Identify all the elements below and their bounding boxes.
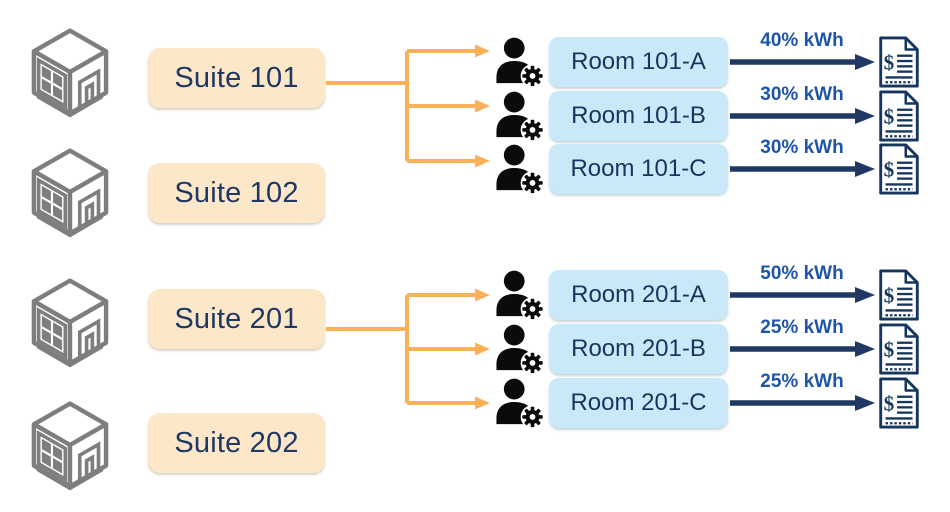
room-badge-201-c: Room 201-C [549,378,728,428]
suite-label: Suite 102 [174,176,299,209]
tenant-settings-icon [494,324,546,374]
tenant-settings-icon [494,144,546,194]
tenant-settings-icon [494,37,546,87]
tenant-settings-icon [494,270,546,320]
room-label: Room 201-A [571,281,706,308]
tenant-settings-icon [494,378,546,428]
invoice-icon [876,90,922,142]
room-label: Room 101-A [571,48,706,75]
kwh-share-label: 30% kWh [760,137,844,158]
building-icon [26,276,114,368]
suite-label: Suite 202 [174,426,299,459]
kwh-share-label: 40% kWh [760,30,844,51]
room-badge-101-a: Room 101-A [549,37,728,87]
room-badge-101-b: Room 101-B [549,91,728,141]
kwh-share-label: 30% kWh [760,84,844,105]
invoice-icon [876,143,922,195]
room-label: Room 101-B [571,102,706,129]
room-badge-201-a: Room 201-A [549,270,728,320]
suite-label: Suite 201 [174,302,299,335]
tenant-settings-icon [494,91,546,141]
room-badge-101-c: Room 101-C [549,144,728,194]
room-label: Room 101-C [570,155,707,182]
room-badge-201-b: Room 201-B [549,324,728,374]
suite-badge-202: Suite 202 [148,413,325,473]
room-label: Room 201-C [570,389,707,416]
invoice-icon [876,36,922,88]
suite-badge-101: Suite 101 [148,48,325,108]
suite-label: Suite 101 [174,61,299,94]
invoice-icon [876,377,922,429]
kwh-share-label: 25% kWh [760,371,844,392]
room-label: Room 201-B [571,335,706,362]
kwh-share-label: 25% kWh [760,317,844,338]
suite-badge-102: Suite 102 [148,163,325,223]
invoice-icon [876,323,922,375]
building-icon [26,399,114,491]
kwh-share-label: 50% kWh [760,263,844,284]
suite-badge-201: Suite 201 [148,289,325,349]
invoice-icon [876,269,922,321]
building-icon [26,146,114,238]
building-icon [26,26,114,118]
